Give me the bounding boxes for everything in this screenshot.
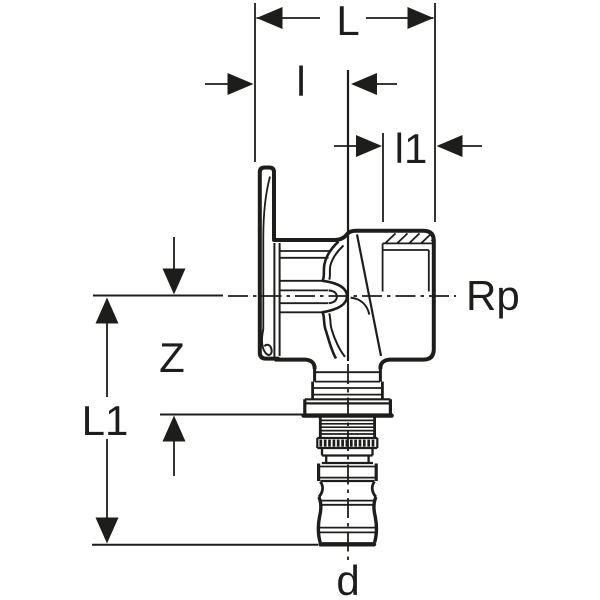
label-Z: Z: [159, 334, 185, 381]
body-inner-contour: [328, 244, 346, 358]
dimension-labels: L l l1 Rp Z L1 d: [82, 0, 520, 600]
body-fin-lines: [280, 279, 328, 314]
socket-lower-arc: [350, 296, 371, 315]
outlet-barrel-sides: [316, 496, 379, 543]
flange-face-lines: [273, 243, 281, 357]
arrowhead-L-left: [256, 7, 283, 29]
label-d: d: [336, 557, 359, 600]
outlet-upper-band: [311, 381, 384, 400]
arrowhead-L1-top: [95, 297, 119, 324]
outlet-step: [321, 454, 373, 465]
dimension-L: [254, 3, 436, 222]
dimension-l: [205, 73, 397, 95]
knurl-band-teeth: [319, 439, 375, 447]
arrowhead-L-right: [407, 7, 434, 29]
outlet-neck: [313, 368, 382, 382]
arrowhead-l-right: [351, 73, 377, 95]
dimension-L1: [92, 297, 318, 546]
body-bottom-edge-left: [274, 357, 317, 370]
wall-flange: [257, 165, 281, 361]
flange-bottom-hook: [260, 328, 273, 356]
arrowhead-l1-left: [356, 135, 382, 157]
body-cone-rings: [280, 250, 332, 259]
dimensions: [92, 3, 482, 561]
label-l1: l1: [395, 125, 428, 172]
label-l: l: [296, 58, 305, 105]
arrowhead-l1-right: [436, 135, 463, 157]
arrowhead-Z-top: [162, 268, 186, 295]
thread-hatch-lines: [384, 232, 435, 244]
press-outlet: [301, 368, 394, 547]
arrowhead-Z-bottom: [162, 415, 186, 442]
flange-inner-curve: [262, 176, 271, 329]
label-Rp: Rp: [466, 272, 520, 319]
label-L1: L1: [82, 397, 129, 444]
flange-outline: [257, 165, 280, 361]
outlet-collar: [303, 399, 392, 414]
arrowhead-l-left: [227, 73, 254, 95]
outlet-waist: [317, 480, 378, 498]
label-L: L: [336, 0, 359, 44]
dimension-Z: [93, 237, 303, 476]
socket-outline: [345, 228, 436, 370]
thread-bore-lines: [381, 242, 434, 292]
arrowhead-L1-bottom: [95, 517, 119, 544]
dimension-l1: [334, 133, 482, 222]
outlet-thin-band: [320, 448, 374, 456]
